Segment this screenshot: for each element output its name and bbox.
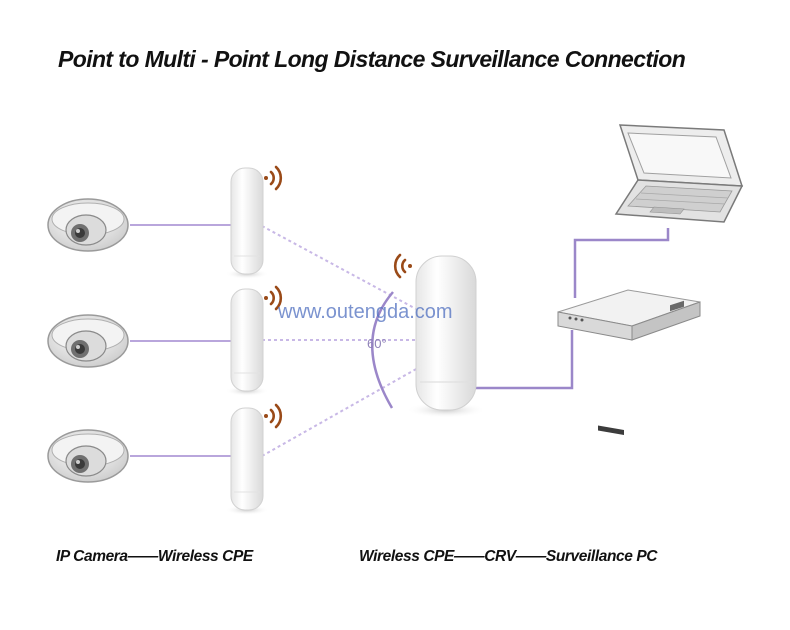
- wireless-cpe-icon: [225, 288, 269, 396]
- caption-right: Wireless CPE——CRV——Surveillance PC: [359, 548, 658, 565]
- wireless-cpe-icon: [225, 167, 269, 279]
- laptop-icon: [614, 124, 744, 223]
- wifi-signal-icon: [264, 403, 283, 429]
- diagram-title: Point to Multi - Point Long Distance Sur…: [58, 46, 686, 72]
- dome-camera-icon: [47, 429, 129, 483]
- wireless-link-3: [261, 367, 419, 457]
- dome-camera-icon: [47, 314, 129, 368]
- coverage-arc: [371, 291, 394, 409]
- angle-label: 60°: [367, 336, 387, 351]
- dome-camera-icon: [47, 198, 129, 252]
- watermark-text: www.outengda.com: [278, 301, 453, 323]
- wifi-signal-icon: [264, 285, 283, 311]
- central-wireless-cpe-icon: [406, 255, 486, 418]
- wifi-signal-icon: [264, 165, 283, 191]
- wireless-cpe-icon: [225, 407, 269, 515]
- nvr-laptop-link: [573, 228, 670, 298]
- cpe-nvr-link: [475, 330, 574, 390]
- wifi-signal-icon: [393, 253, 412, 279]
- nvr-recorder-icon: [557, 289, 701, 436]
- caption-left: IP Camera——Wireless CPE: [56, 548, 253, 565]
